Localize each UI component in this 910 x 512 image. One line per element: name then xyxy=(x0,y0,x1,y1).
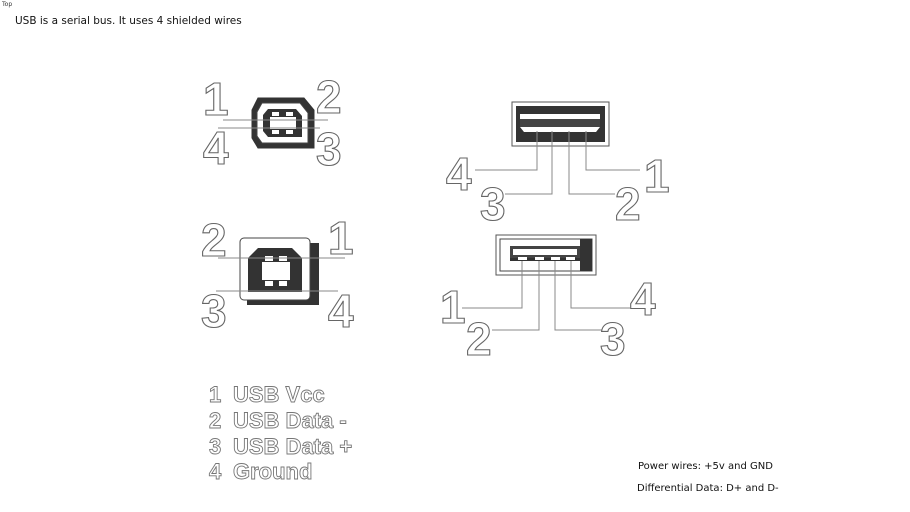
scene-label: Top xyxy=(2,1,13,8)
mini-b-pin-4: 4 xyxy=(203,122,229,174)
mini-b-connector xyxy=(251,97,315,149)
type-b-pin-3: 3 xyxy=(201,285,227,337)
mini-b-pin-3: 3 xyxy=(316,123,342,175)
type-a-top-pin-3: 3 xyxy=(480,178,506,230)
legend-label-2: USB Data - xyxy=(233,408,347,433)
type-a-top-pin-1: 1 xyxy=(644,150,670,202)
legend-num-1: 1 xyxy=(209,382,221,407)
type-b-connector xyxy=(239,237,319,305)
legend-label-1: USB Vcc xyxy=(233,382,325,407)
type-a-top-wires xyxy=(475,131,640,195)
type-a-top-pin-2: 2 xyxy=(615,178,641,230)
type-b-pin-4: 4 xyxy=(328,285,354,337)
differential-data-note: Differential Data: D+ and D- xyxy=(637,483,779,494)
mini-b-wires xyxy=(218,119,328,129)
type-a-bottom-wires xyxy=(462,261,630,331)
type-b-wires xyxy=(216,257,345,292)
legend-label-4: Ground xyxy=(233,459,312,484)
caption: USB is a serial bus. It uses 4 shielded … xyxy=(15,15,242,27)
type-a-bottom-pin-3: 3 xyxy=(600,313,626,365)
legend-label-3: USB Data + xyxy=(233,434,352,459)
legend-num-2: 2 xyxy=(209,408,221,433)
type-a-bottom-pin-1: 1 xyxy=(440,281,466,333)
pin-legend: 1 USB Vcc 2 USB Data - 3 USB Data + 4 Gr… xyxy=(209,382,353,485)
legend-num-4: 4 xyxy=(209,459,222,484)
type-a-bottom-pin-4: 4 xyxy=(630,273,656,325)
type-a-bottom-pin-2: 2 xyxy=(466,313,492,365)
mini-b-pin-1: 1 xyxy=(203,73,229,125)
type-a-bottom-connector xyxy=(495,234,597,276)
type-b-pin-2: 2 xyxy=(201,214,227,266)
type-b-pin-1: 1 xyxy=(328,212,354,264)
power-wires-note: Power wires: +5v and GND xyxy=(638,461,773,472)
type-a-top-connector xyxy=(511,101,610,147)
type-a-top-pin-4: 4 xyxy=(446,148,472,200)
legend-num-3: 3 xyxy=(209,434,221,459)
mini-b-pin-2: 2 xyxy=(316,71,342,123)
